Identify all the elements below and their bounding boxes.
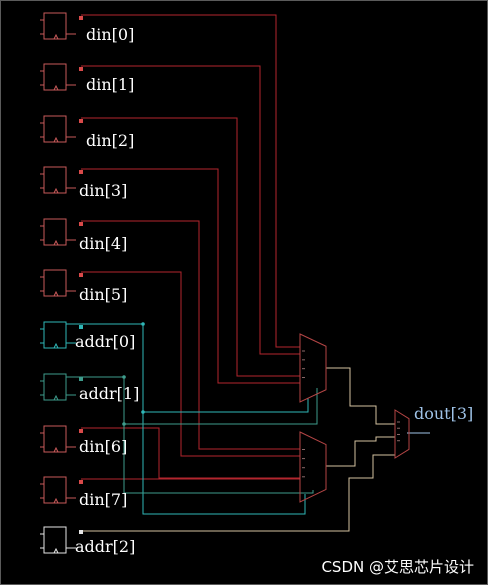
register-cells: [40, 12, 83, 554]
register-cell-din6: [40, 425, 83, 453]
label-din7: din[7]: [79, 490, 128, 509]
register-cell-addr1: [40, 373, 83, 401]
register-clock-mark-addr2: [53, 547, 59, 554]
register-clock-mark-din7: [53, 497, 59, 504]
register-clock-mark-din1: [53, 84, 59, 91]
mux-level2-output-body: [394, 409, 410, 459]
label-din3: din[3]: [79, 181, 128, 200]
wire-addr1-sel-mux2: [123, 424, 314, 494]
wire-mux2-out: [326, 436, 395, 467]
wire-din2: [81, 117, 300, 377]
register-port-din7: [79, 480, 83, 484]
wire-din0: [81, 14, 300, 348]
wire-din1: [81, 65, 300, 355]
register-port-din1: [79, 67, 83, 71]
register-body-din2: [43, 115, 67, 143]
register-body-addr1: [43, 373, 67, 401]
junction-dot-3: [122, 375, 126, 379]
wire-addr1-sel-mux1: [124, 388, 318, 425]
register-cell-din3: [40, 166, 83, 194]
register-cell-din5: [40, 269, 83, 297]
register-body-din5: [43, 269, 67, 297]
register-body-din3: [43, 166, 67, 194]
wire-din6: [81, 427, 300, 479]
label-din6: din[6]: [79, 437, 128, 456]
register-cell-din2: [40, 115, 83, 143]
mux-level1-bottom-body: [299, 431, 327, 503]
wire-addr2-sel-mux3: [81, 454, 395, 532]
wire-din5: [81, 271, 300, 457]
register-cell-din7: [40, 476, 83, 504]
junction-dot-2: [141, 322, 145, 326]
register-port-din3: [79, 170, 83, 174]
junction-dot-0: [141, 410, 145, 414]
label-addr1: addr[1]: [79, 384, 140, 403]
register-body-din7: [43, 476, 67, 504]
register-body-addr0: [43, 321, 67, 349]
register-cell-din4: [40, 218, 83, 246]
register-cell-din0: [40, 12, 83, 40]
wires: [66, 14, 430, 532]
register-port-addr1: [79, 377, 83, 381]
label-din1: din[1]: [86, 75, 135, 94]
junction-dots: [122, 322, 145, 426]
register-port-din6: [79, 429, 83, 433]
wire-mux1-out: [326, 367, 395, 425]
register-cell-addr0: [40, 321, 83, 349]
register-body-din4: [43, 218, 67, 246]
register-body-din1: [43, 63, 67, 91]
watermark: CSDN @艾思芯片设计: [321, 558, 474, 576]
register-port-din2: [79, 119, 83, 123]
register-clock-mark-addr0: [53, 342, 59, 349]
mux-level1-top-body: [299, 333, 327, 403]
register-port-din0: [79, 16, 83, 20]
label-din0: din[0]: [86, 25, 135, 44]
register-port-addr0: [79, 325, 83, 329]
wire-din7: [81, 478, 301, 485]
register-clock-mark-din2: [53, 136, 59, 143]
register-port-addr2: [79, 530, 83, 534]
multiplexers: [299, 333, 410, 503]
register-port-din4: [79, 222, 83, 226]
register-clock-mark-din5: [53, 290, 59, 297]
label-din5: din[5]: [79, 285, 128, 304]
register-body-addr2: [43, 526, 67, 554]
label-addr0: addr[0]: [75, 332, 136, 351]
register-clock-mark-din4: [53, 239, 59, 246]
register-clock-mark-addr1: [53, 394, 59, 401]
register-body-din6: [43, 425, 67, 453]
register-body-din0: [43, 12, 67, 40]
label-din2: din[2]: [86, 131, 135, 150]
register-port-din5: [79, 273, 83, 277]
register-cell-addr2: [40, 526, 83, 554]
wire-addr0-sel-mux2: [142, 412, 306, 515]
mux-level1-top: [299, 333, 327, 403]
mux-level2-output: [394, 409, 410, 459]
register-clock-mark-din6: [53, 446, 59, 453]
label-addr2: addr[2]: [75, 537, 136, 556]
wire-din4: [81, 220, 300, 450]
register-clock-mark-din0: [53, 33, 59, 40]
label-dout: dout[3]: [414, 404, 474, 423]
register-cell-din1: [40, 63, 83, 91]
label-din4: din[4]: [79, 234, 128, 253]
junction-dot-1: [122, 422, 126, 426]
wire-addr0-sel-mux1: [143, 398, 309, 413]
wire-din3: [81, 168, 300, 384]
register-clock-mark-din3: [53, 187, 59, 194]
mux-level1-bottom: [299, 431, 327, 503]
